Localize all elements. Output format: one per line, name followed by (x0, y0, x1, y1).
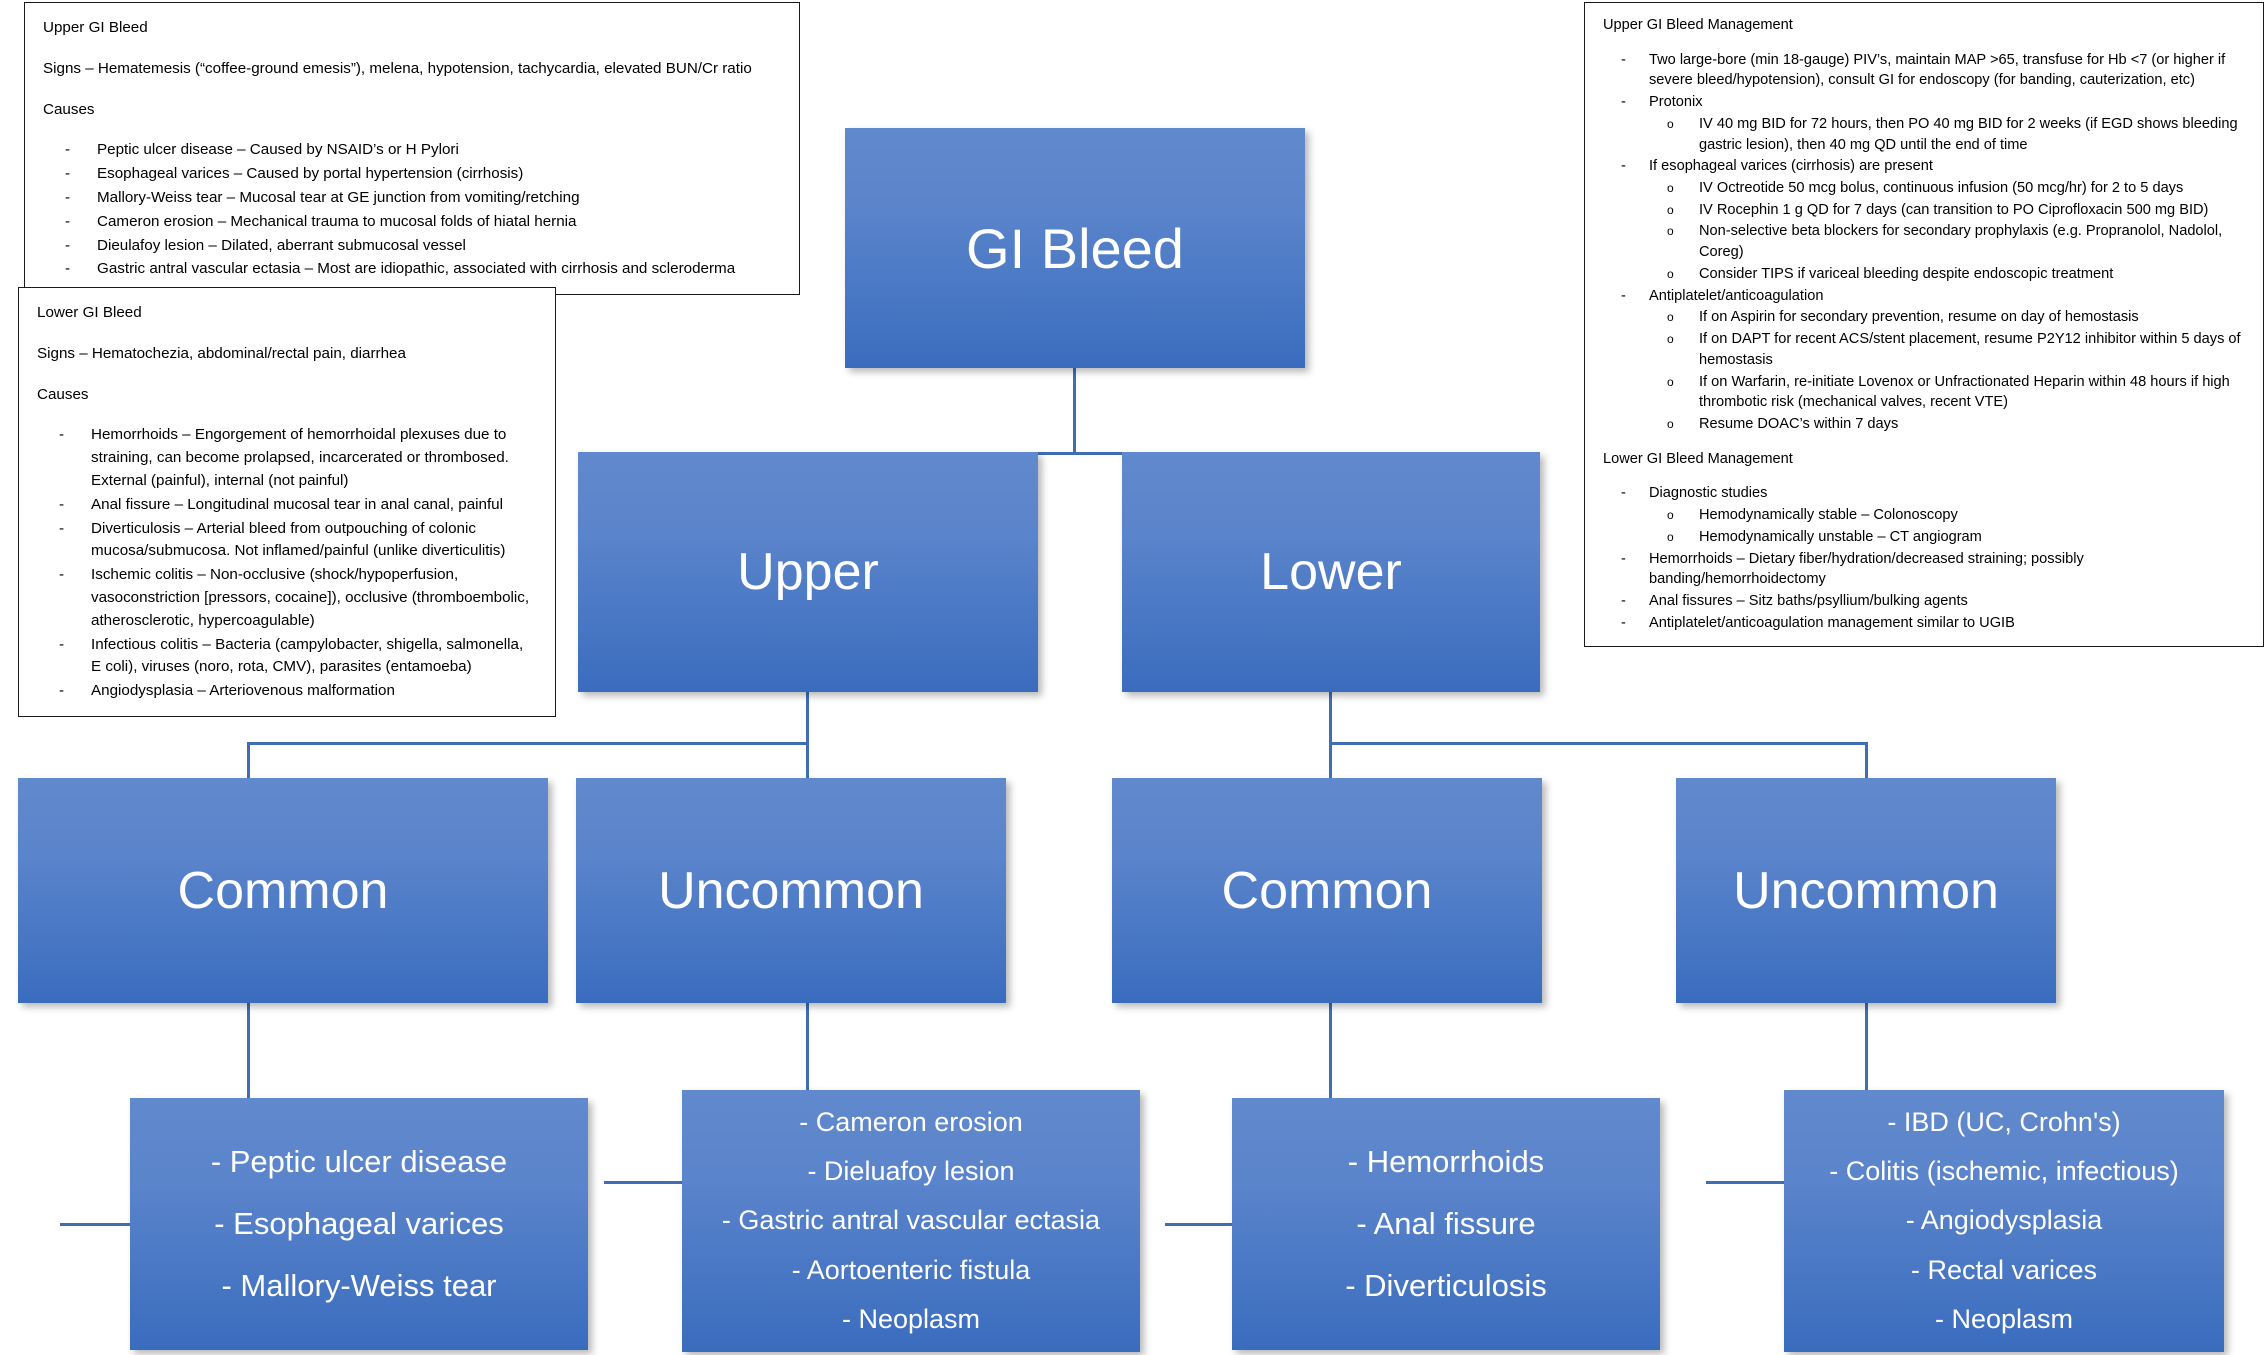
list-item: Gastric antral vascular ectasia – Most a… (43, 258, 781, 281)
ugib-management-list: Two large-bore (min 18-gauge) PIV’s, mai… (1603, 50, 2245, 435)
leaf-item: - Hemorrhoids (1347, 1144, 1545, 1179)
list-item: IV 40 mg BID for 72 hours, then PO 40 mg… (1603, 114, 2245, 155)
connector-lower-to-uncommon (1865, 742, 1868, 780)
list-item: Protonix (1603, 92, 2245, 113)
ugib-management-title: Upper GI Bleed Management (1603, 17, 1793, 33)
node-upper-uncommon[interactable]: Uncommon (576, 778, 1006, 1003)
upper-gi-title: Upper GI Bleed (43, 19, 148, 36)
node-lower-common-label: Common (1221, 861, 1433, 920)
node-upper-uncommon-label: Uncommon (658, 861, 924, 920)
list-item: If on Warfarin, re-initiate Lovenox or U… (1603, 372, 2245, 413)
list-item: Esophageal varices – Caused by portal hy… (43, 163, 781, 186)
list-item: Infectious colitis – Bacteria (campyloba… (37, 634, 537, 680)
list-item: Mallory-Weiss tear – Mucosal tear at GE … (43, 187, 781, 210)
list-item: IV Octreotide 50 mcg bolus, continuous i… (1603, 178, 2245, 199)
list-item: Non-selective beta blockers for secondar… (1603, 221, 2245, 262)
node-upper[interactable]: Upper (578, 452, 1038, 692)
list-item: Anal fissures – Sitz baths/psyllium/bulk… (1603, 591, 2245, 612)
node-lower-label: Lower (1260, 543, 1402, 601)
note-box-lower-gi-bleed: Lower GI Bleed Signs – Hematochezia, abd… (18, 287, 556, 717)
node-lower-common[interactable]: Common (1112, 778, 1542, 1003)
leaf-item: - Colitis (ischemic, infectious) (1829, 1156, 2179, 1187)
leaf-item: - Dieluafoy lesion (807, 1156, 1015, 1187)
list-item: Cameron erosion – Mechanical trauma to m… (43, 211, 781, 234)
leaf-item: - Neoplasm (1934, 1303, 2074, 1334)
leaf-lower-common-causes[interactable]: - Hemorrhoids - Anal fissure - Diverticu… (1232, 1098, 1660, 1350)
connector-lower-to-common (1329, 742, 1332, 780)
connector-upper-to-common (247, 742, 250, 780)
node-gi-bleed-label: GI Bleed (966, 216, 1184, 280)
connector-upper-branch-horizontal (247, 742, 808, 745)
node-lower-uncommon[interactable]: Uncommon (1676, 778, 2056, 1003)
leaf-item: - Mallory-Weiss tear (221, 1268, 497, 1303)
list-item: Hemorrhoids – Dietary fiber/hydration/de… (1603, 549, 2245, 590)
leaf-upper-uncommon-causes[interactable]: - Cameron erosion - Dieluafoy lesion - G… (682, 1090, 1140, 1352)
leaf-item: - Angiodysplasia (1905, 1205, 2103, 1236)
leaf-upper-common-causes[interactable]: - Peptic ulcer disease - Esophageal vari… (130, 1098, 588, 1350)
leaf-item: - IBD (UC, Crohn's) (1887, 1107, 2121, 1138)
lgib-management-title: Lower GI Bleed Management (1603, 450, 1793, 467)
upper-gi-causes-label: Causes (43, 100, 95, 118)
list-item: Hemorrhoids – Engorgement of hemorrhoida… (37, 424, 537, 492)
list-item: Peptic ulcer disease – Caused by NSAID’s… (43, 139, 781, 162)
leaf-lower-uncommon-causes[interactable]: - IBD (UC, Crohn's) - Colitis (ischemic,… (1784, 1090, 2224, 1352)
lower-gi-causes-label: Causes (37, 385, 89, 403)
connector-lower-branch-horizontal (1329, 742, 1867, 745)
list-item: Resume DOAC’s within 7 days (1603, 414, 2245, 435)
leaf-item: - Anal fissure (1356, 1206, 1536, 1241)
lower-gi-title: Lower GI Bleed (37, 304, 142, 321)
list-item: Consider TIPS if variceal bleeding despi… (1603, 264, 2245, 285)
list-item: Ischemic colitis – Non-occlusive (shock/… (37, 564, 537, 632)
node-upper-label: Upper (737, 543, 879, 601)
lower-gi-causes-list: Hemorrhoids – Engorgement of hemorrhoida… (37, 424, 537, 703)
list-item: Diagnostic studies (1603, 483, 2245, 504)
leaf-item: - Aortoenteric fistula (791, 1254, 1031, 1285)
connector-lower-down (1329, 692, 1332, 744)
node-lower[interactable]: Lower (1122, 452, 1540, 692)
node-lower-uncommon-label: Uncommon (1733, 861, 1999, 920)
leaf-item: - Esophageal varices (214, 1206, 504, 1241)
note-box-upper-gi-bleed: Upper GI Bleed Signs – Hematemesis (“cof… (24, 2, 800, 296)
leaf-item: - Peptic ulcer disease (210, 1144, 508, 1179)
node-upper-common[interactable]: Common (18, 778, 548, 1003)
list-item: IV Rocephin 1 g QD for 7 days (can trans… (1603, 200, 2245, 221)
connector-upper-down (806, 692, 809, 744)
connector-split-horizontal (806, 452, 1331, 455)
list-item: Two large-bore (min 18-gauge) PIV’s, mai… (1603, 50, 2245, 91)
lower-gi-signs: Signs – Hematochezia, abdominal/rectal p… (37, 344, 406, 362)
lgib-management-list: Diagnostic studies Hemodynamically stabl… (1603, 483, 2245, 633)
upper-gi-signs: Signs – Hematemesis (“coffee-ground emes… (43, 59, 752, 77)
list-item: Diverticulosis – Arterial bleed from out… (37, 518, 537, 564)
list-item: Antiplatelet/anticoagulation (1603, 286, 2245, 307)
list-item: Hemodynamically unstable – CT angiogram (1603, 527, 2245, 548)
list-item: If on Aspirin for secondary prevention, … (1603, 307, 2245, 328)
list-item: Anal fissure – Longitudinal mucosal tear… (37, 494, 537, 517)
upper-gi-causes-list: Peptic ulcer disease – Caused by NSAID’s… (43, 139, 781, 281)
node-gi-bleed[interactable]: GI Bleed (845, 128, 1305, 368)
list-item: Antiplatelet/anticoagulation management … (1603, 613, 2245, 634)
node-upper-common-label: Common (177, 861, 389, 920)
connector-upper-to-uncommon (806, 742, 809, 780)
list-item: Hemodynamically stable – Colonoscopy (1603, 505, 2245, 526)
connector-root-to-split (1073, 368, 1076, 454)
leaf-item: - Rectal varices (1910, 1254, 2098, 1285)
leaf-item: - Neoplasm (841, 1303, 981, 1334)
leaf-item: - Diverticulosis (1345, 1268, 1547, 1303)
list-item: If esophageal varices (cirrhosis) are pr… (1603, 156, 2245, 177)
note-box-management: Upper GI Bleed Management Two large-bore… (1584, 2, 2264, 648)
leaf-item: - Cameron erosion (799, 1107, 1023, 1138)
list-item: Dieulafoy lesion – Dilated, aberrant sub… (43, 235, 781, 258)
leaf-item: - Gastric antral vascular ectasia (721, 1205, 1101, 1236)
list-item: Angiodysplasia – Arteriovenous malformat… (37, 680, 537, 703)
list-item: If on DAPT for recent ACS/stent placemen… (1603, 329, 2245, 370)
